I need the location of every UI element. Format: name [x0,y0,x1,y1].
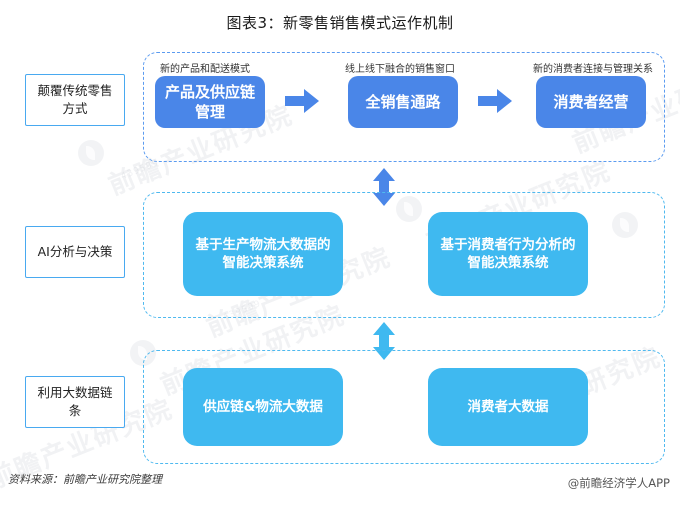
node-caption-full-channel: 线上线下融合的销售窗口 [345,64,455,75]
double-arrow-vertical-icon [371,168,397,206]
watermark-logo-icon [78,140,104,166]
node-caption-consumer-ops: 新的消费者连接与管理关系 [533,64,653,75]
arrow-right-icon [285,88,319,114]
node-consumer-behavior-ai[interactable]: 基于消费者行为分析的智能决策系统 [428,212,588,296]
node-consumer-bigdata[interactable]: 消费者大数据 [428,368,588,446]
group-container-bottom [143,350,665,464]
group-container-middle [143,192,665,318]
sidebar-label-big-data-chain: 利用大数据链条 [25,376,125,428]
sidebar-label-ai-decision: AI分析与决策 [25,226,125,278]
group-container-top [143,52,665,162]
footer-app-handle: @前瞻经济学人APP [567,476,670,490]
node-full-sales-channel[interactable]: 全销售通路 [348,76,458,128]
node-caption-product-supply: 新的产品和配送模式 [160,64,250,75]
footer-source: 资料来源：前瞻产业研究院整理 [8,473,162,486]
node-supply-logistics-bigdata[interactable]: 供应链&物流大数据 [183,368,343,446]
node-product-supply-chain[interactable]: 产品及供应链管理 [155,76,265,128]
node-production-logistics-ai[interactable]: 基于生产物流大数据的智能决策系统 [183,212,343,296]
sidebar-label-disrupt-retail: 颠覆传统零售方式 [25,74,125,126]
chart-title: 图表3：新零售销售模式运作机制 [226,14,454,32]
arrow-right-icon [478,88,512,114]
node-consumer-operation[interactable]: 消费者经营 [536,76,646,128]
